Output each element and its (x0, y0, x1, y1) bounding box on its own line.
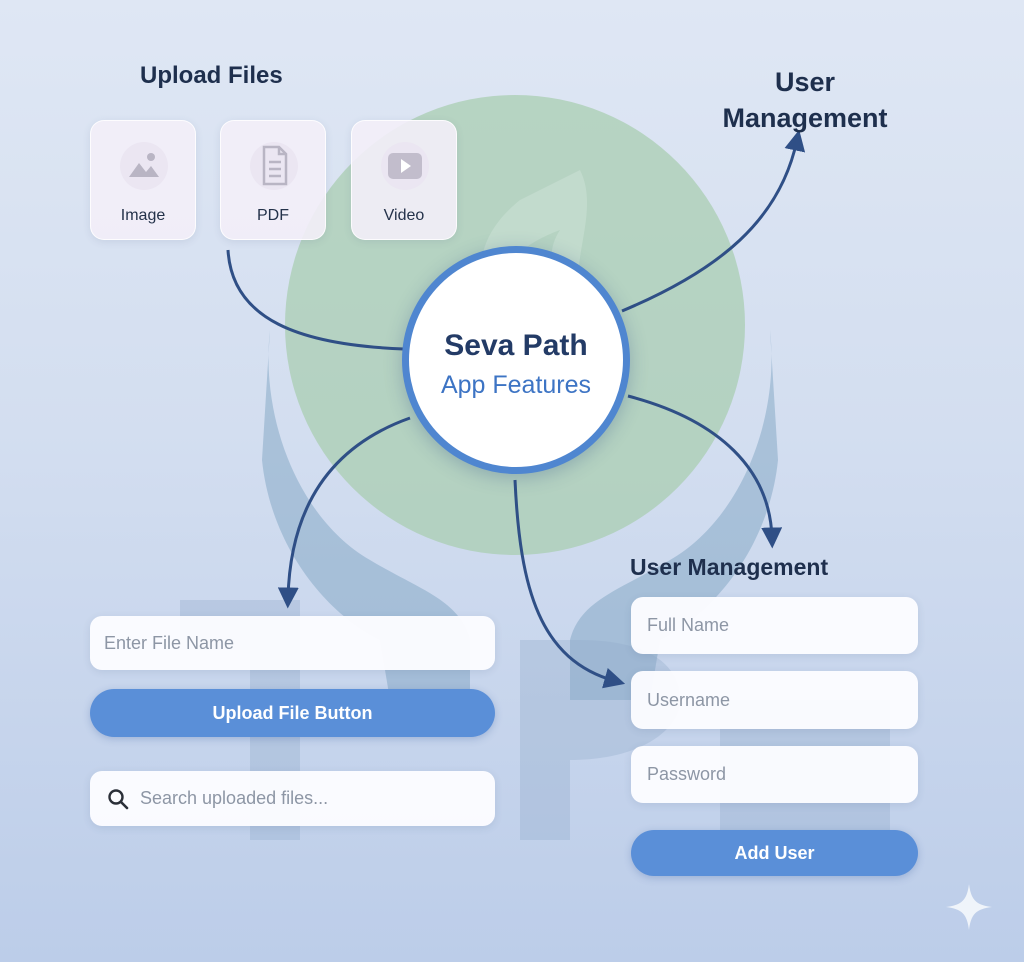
username-input[interactable]: Username (631, 671, 918, 729)
heading-line-2: Management (722, 103, 888, 133)
upload-video-tile[interactable]: Video (351, 120, 457, 240)
logo-left-hand (262, 330, 470, 700)
password-input[interactable]: Password (631, 746, 918, 803)
seva-path-hub: Seva Path App Features (402, 246, 630, 474)
full-name-input[interactable]: Full Name (631, 597, 918, 654)
image-icon (120, 142, 168, 190)
user-form-heading: User Management (630, 554, 829, 580)
sparkle-icon (946, 884, 992, 930)
tile-label: PDF (257, 207, 289, 224)
hub-title: Seva Path (444, 329, 588, 362)
video-play-icon (381, 142, 429, 190)
heading-line-1: User (774, 67, 836, 97)
upload-file-button[interactable]: Upload File Button (90, 689, 495, 737)
search-placeholder: Search uploaded files... (140, 788, 329, 808)
upload-pdf-tile[interactable]: PDF (220, 120, 326, 240)
arrow-to-file-form (277, 416, 411, 609)
search-icon (108, 788, 129, 809)
upload-image-tile[interactable]: Image (90, 120, 196, 240)
arrow-to-username-field (513, 479, 626, 689)
upload-files-heading: Upload Files (140, 62, 283, 89)
logo-right-hand (570, 330, 778, 700)
arrow-to-user-form-title (627, 394, 783, 549)
tile-label: Image (120, 207, 166, 224)
hub-subtitle: App Features (440, 371, 592, 399)
arrow-to-user-management (621, 129, 806, 313)
add-user-button[interactable]: Add User (631, 830, 918, 876)
user-management-heading: User Management (712, 64, 898, 136)
pdf-document-icon (250, 142, 298, 190)
logo-flame (481, 170, 588, 330)
file-name-input[interactable]: Enter File Name (90, 616, 495, 670)
search-input[interactable]: Search uploaded files... (90, 771, 495, 826)
tile-label: Video (383, 207, 425, 224)
connector-upload-files (226, 249, 405, 351)
